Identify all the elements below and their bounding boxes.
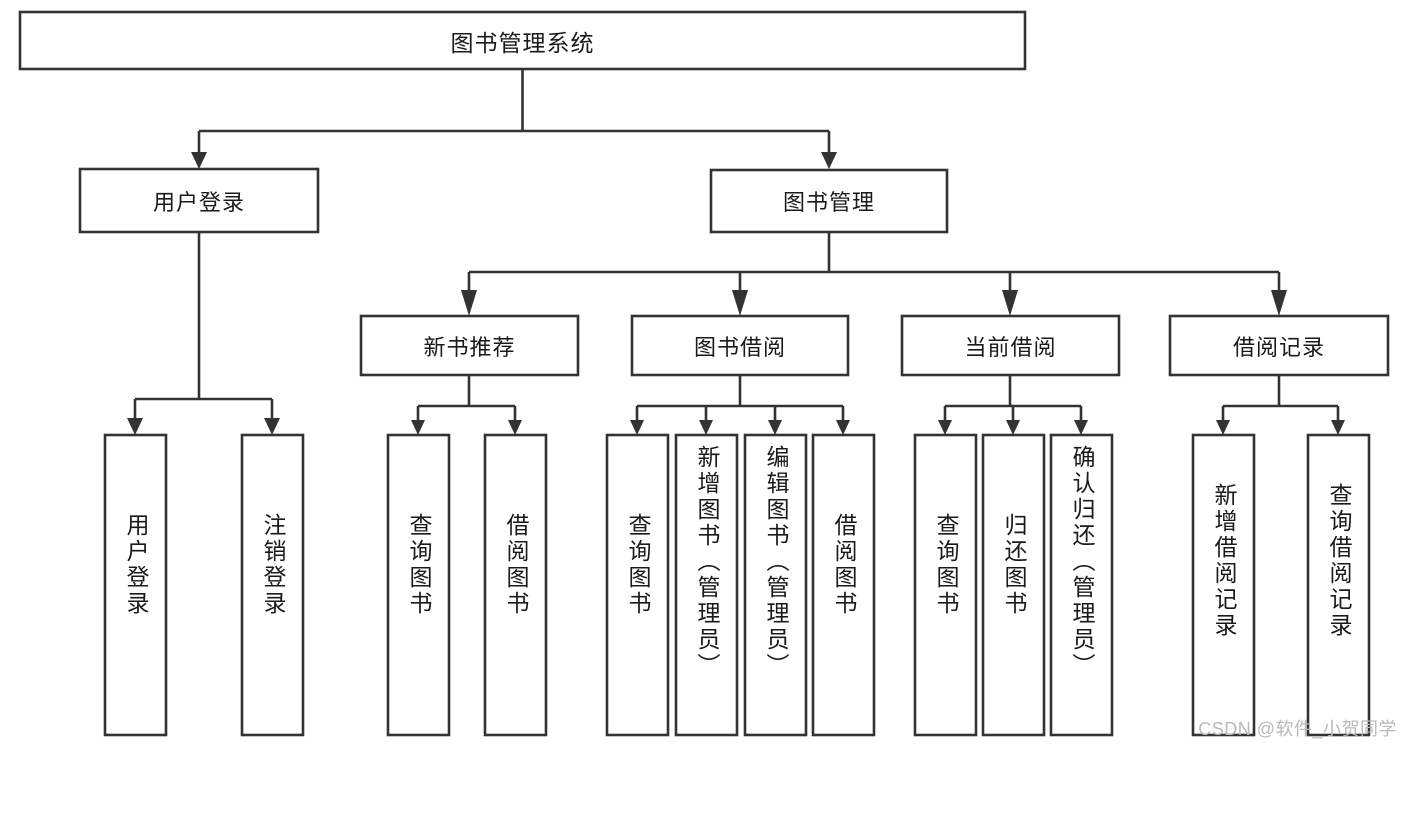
arrow-head-leaf-edit-book	[768, 420, 782, 435]
node-box-book-manage[interactable]	[709, 168, 949, 234]
node-box-leaf-add-record[interactable]	[1191, 433, 1256, 737]
node-box-leaf-query-book-1[interactable]	[386, 433, 451, 737]
arrow-head-book-borrow	[732, 290, 748, 316]
node-box-leaf-borrow-book-1[interactable]	[483, 433, 548, 737]
node-box-root[interactable]	[18, 10, 1027, 71]
node-box-leaf-user-logout[interactable]	[240, 433, 305, 737]
node-box-leaf-edit-book[interactable]	[743, 433, 808, 737]
node-box-new-book-rec[interactable]	[359, 314, 580, 377]
arrow-head-leaf-add-book	[699, 420, 713, 435]
arrow-head-current-borrow	[1002, 290, 1018, 316]
arrow-head-leaf-query-book-1	[411, 420, 425, 435]
arrow-head-leaf-borrow-book-1	[508, 420, 522, 435]
arrow-head-new-book-rec	[461, 290, 477, 316]
arrow-head-leaf-return-book	[1006, 420, 1020, 435]
arrow-head-leaf-user-login	[127, 418, 143, 435]
node-box-leaf-query-record[interactable]	[1306, 433, 1371, 737]
node-layer	[18, 10, 1390, 737]
arrow-head-user-login	[191, 152, 207, 169]
node-box-leaf-query-book-3[interactable]	[913, 433, 978, 737]
node-box-leaf-borrow-book-2[interactable]	[811, 433, 876, 737]
arrow-head-leaf-query-book-2	[630, 420, 644, 435]
diagram-canvas	[18, 10, 1390, 737]
node-box-borrow-record[interactable]	[1168, 314, 1390, 377]
node-box-user-login[interactable]	[78, 167, 320, 234]
arrow-head-leaf-user-logout	[264, 418, 280, 435]
node-box-leaf-return-book[interactable]	[981, 433, 1046, 737]
node-box-leaf-query-book-2[interactable]	[605, 433, 670, 737]
arrow-head-book-manage	[821, 152, 837, 169]
arrow-head-leaf-confirm-return	[1074, 420, 1088, 435]
node-box-book-borrow[interactable]	[630, 314, 850, 377]
arrow-head-leaf-borrow-book-2	[836, 420, 850, 435]
arrow-head-leaf-query-book-3	[938, 420, 952, 435]
arrow-head-borrow-record	[1271, 290, 1287, 316]
node-box-leaf-add-book[interactable]	[674, 433, 739, 737]
functional-structure-diagram: 图书管理系统 用户登录 图书管理 新书推荐 图书借阅 当前借阅 借阅记录 用户登…	[18, 10, 1397, 739]
arrow-head-leaf-add-record	[1216, 420, 1230, 435]
connector-layer	[127, 69, 1345, 435]
node-box-leaf-user-login[interactable]	[103, 433, 168, 737]
node-box-leaf-confirm-return[interactable]	[1049, 433, 1114, 737]
arrow-head-leaf-query-record	[1331, 420, 1345, 435]
node-box-current-borrow[interactable]	[900, 314, 1121, 377]
